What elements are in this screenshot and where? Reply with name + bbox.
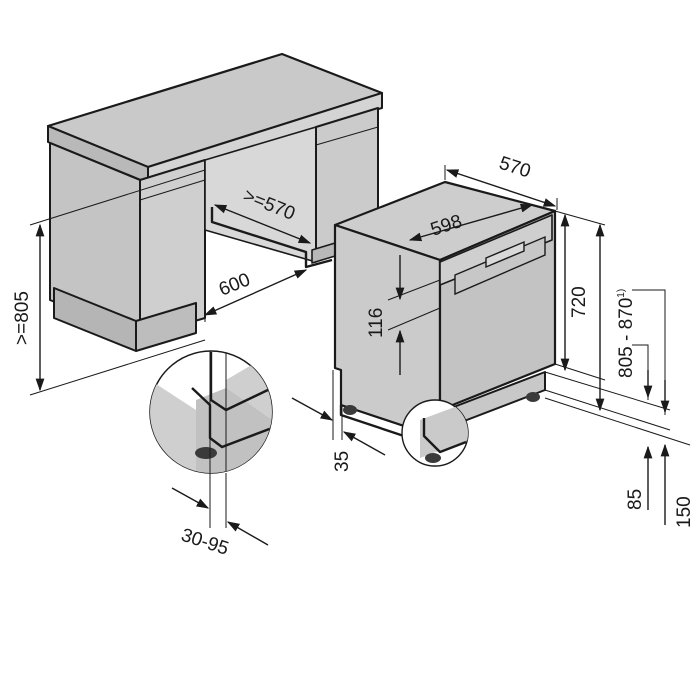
foot-right xyxy=(526,392,540,402)
foot-left xyxy=(343,405,357,415)
label-plinth-recess: 35 xyxy=(332,451,353,472)
detail-circle-left xyxy=(149,350,273,474)
total-height-note: 1) xyxy=(616,289,627,298)
detail-circle-right xyxy=(401,399,469,467)
kitchen-cabinet xyxy=(46,52,384,352)
label-panel-height: 116 xyxy=(366,308,387,338)
label-plinth-height: 85 xyxy=(625,489,646,510)
label-plinth-setback: 30-95 xyxy=(178,525,231,560)
door-handle xyxy=(485,240,525,269)
label-appliance-depth: 570 xyxy=(496,153,533,183)
dimension-lines xyxy=(29,165,691,546)
label-plinth-max: 150 xyxy=(674,496,695,528)
total-height-range: 805 - 870 xyxy=(616,298,637,378)
label-total-height: 805 - 8701) xyxy=(616,289,637,378)
label-niche-height: >=805 xyxy=(12,291,33,345)
label-body-height: 720 xyxy=(569,286,590,318)
